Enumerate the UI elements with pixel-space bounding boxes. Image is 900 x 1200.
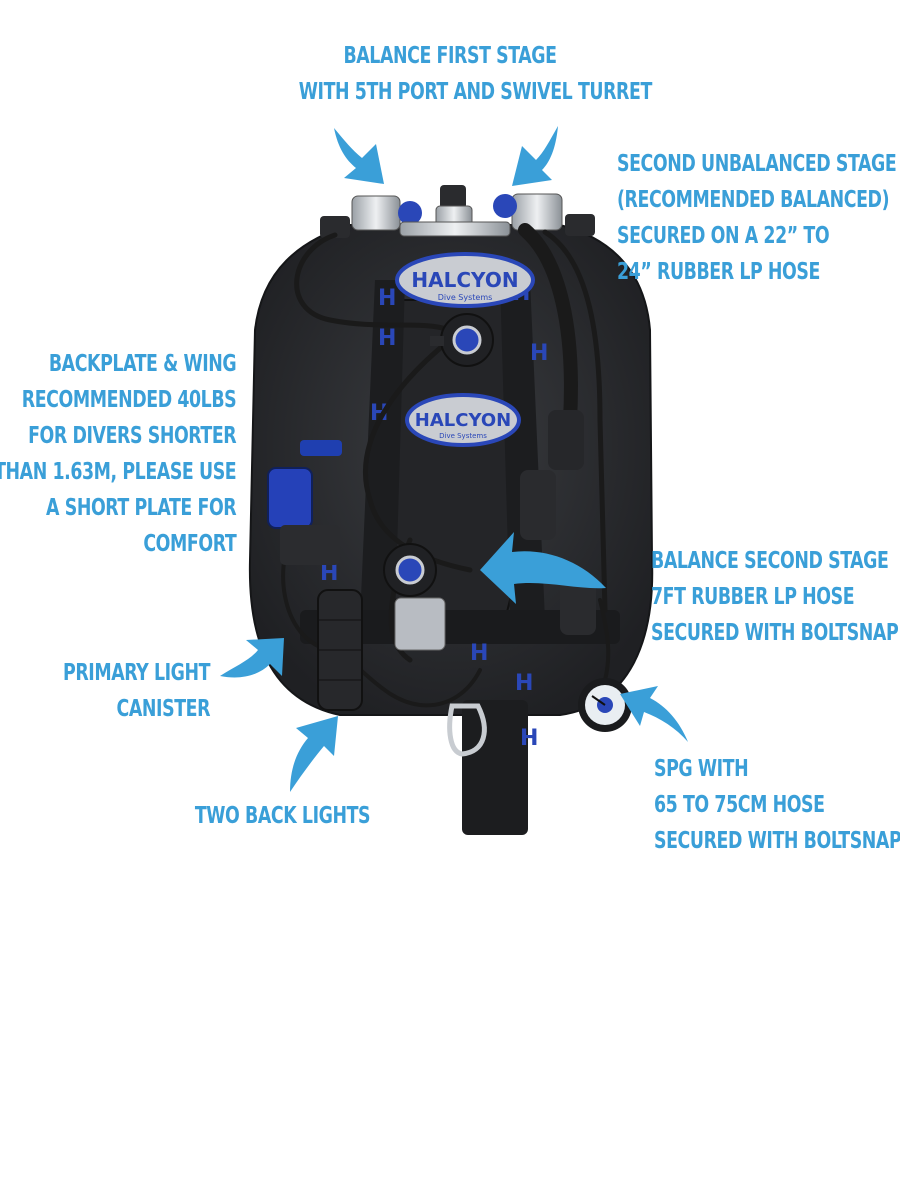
power-inflator (548, 410, 584, 470)
primary-light (267, 440, 342, 565)
label-backplate-wing: BACKPLATE & WING RECOMMENDED 40LBS FOR D… (0, 351, 236, 557)
callout-arrow-first-stage-right (512, 126, 558, 186)
svg-text:HALCYON: HALCYON (415, 410, 511, 431)
callout-arrow-back-lights (290, 716, 338, 792)
svg-text:HALCYON: HALCYON (411, 268, 518, 292)
spg-gauge (578, 678, 632, 732)
crotch-strap (462, 700, 528, 835)
lp-hose (294, 232, 453, 333)
label-primary-light: PRIMARY LIGHT CANISTER (62, 660, 210, 722)
first-stage-left (320, 195, 422, 238)
callout-arrow-balance-second (480, 532, 606, 604)
isolator-manifold (399, 185, 511, 237)
second-stage-primary (383, 543, 437, 597)
label-second-unbalanced: SECOND UNBALANCED STAGE (RECOMMENDED BAL… (617, 151, 897, 285)
knife-sheath (394, 597, 446, 651)
webbing-h-icon: H (470, 641, 488, 666)
callout-arrow-primary-light (220, 638, 284, 678)
callout-arrow-first-stage-left (334, 128, 384, 184)
halcyon-logo-plate: HALCYON Dive Systems (405, 393, 521, 447)
svg-text:Dive Systems: Dive Systems (438, 293, 493, 302)
halcyon-logo-top: HALCYON Dive Systems (395, 252, 535, 308)
label-spg: SPG WITH 65 TO 75CM HOSE SECURED WITH BO… (654, 756, 900, 854)
webbing-h-icon: H (378, 326, 396, 351)
back-light (560, 575, 596, 635)
webbing-h-icon: H (530, 341, 548, 366)
back-light (520, 470, 556, 540)
lp-hose-right (542, 229, 608, 613)
harness-waist (300, 610, 620, 644)
light-canister (317, 589, 363, 711)
spg-hose (598, 598, 611, 682)
d-ring (447, 703, 487, 757)
label-balance-second: BALANCE SECOND STAGE 7FT RUBBER LP HOSE … (651, 548, 899, 646)
callout-arrow-spg (620, 686, 688, 742)
label-back-lights: TWO BACK LIGHTS (194, 803, 371, 829)
first-stage-right (493, 193, 595, 236)
svg-text:Dive Systems: Dive Systems (439, 432, 487, 440)
webbing-h-icon: H (515, 671, 533, 696)
webbing-h-icon: H (520, 726, 538, 751)
webbing-h-icon: H (370, 401, 388, 426)
second-stage-necklace (430, 313, 494, 367)
webbing-h-icon: H (320, 561, 338, 586)
corrugated-inflator-hose (518, 223, 578, 427)
webbing-h-icon: H (378, 286, 396, 311)
label-first-stage: BALANCE FIRST STAGE WITH 5TH PORT AND SW… (298, 43, 653, 105)
